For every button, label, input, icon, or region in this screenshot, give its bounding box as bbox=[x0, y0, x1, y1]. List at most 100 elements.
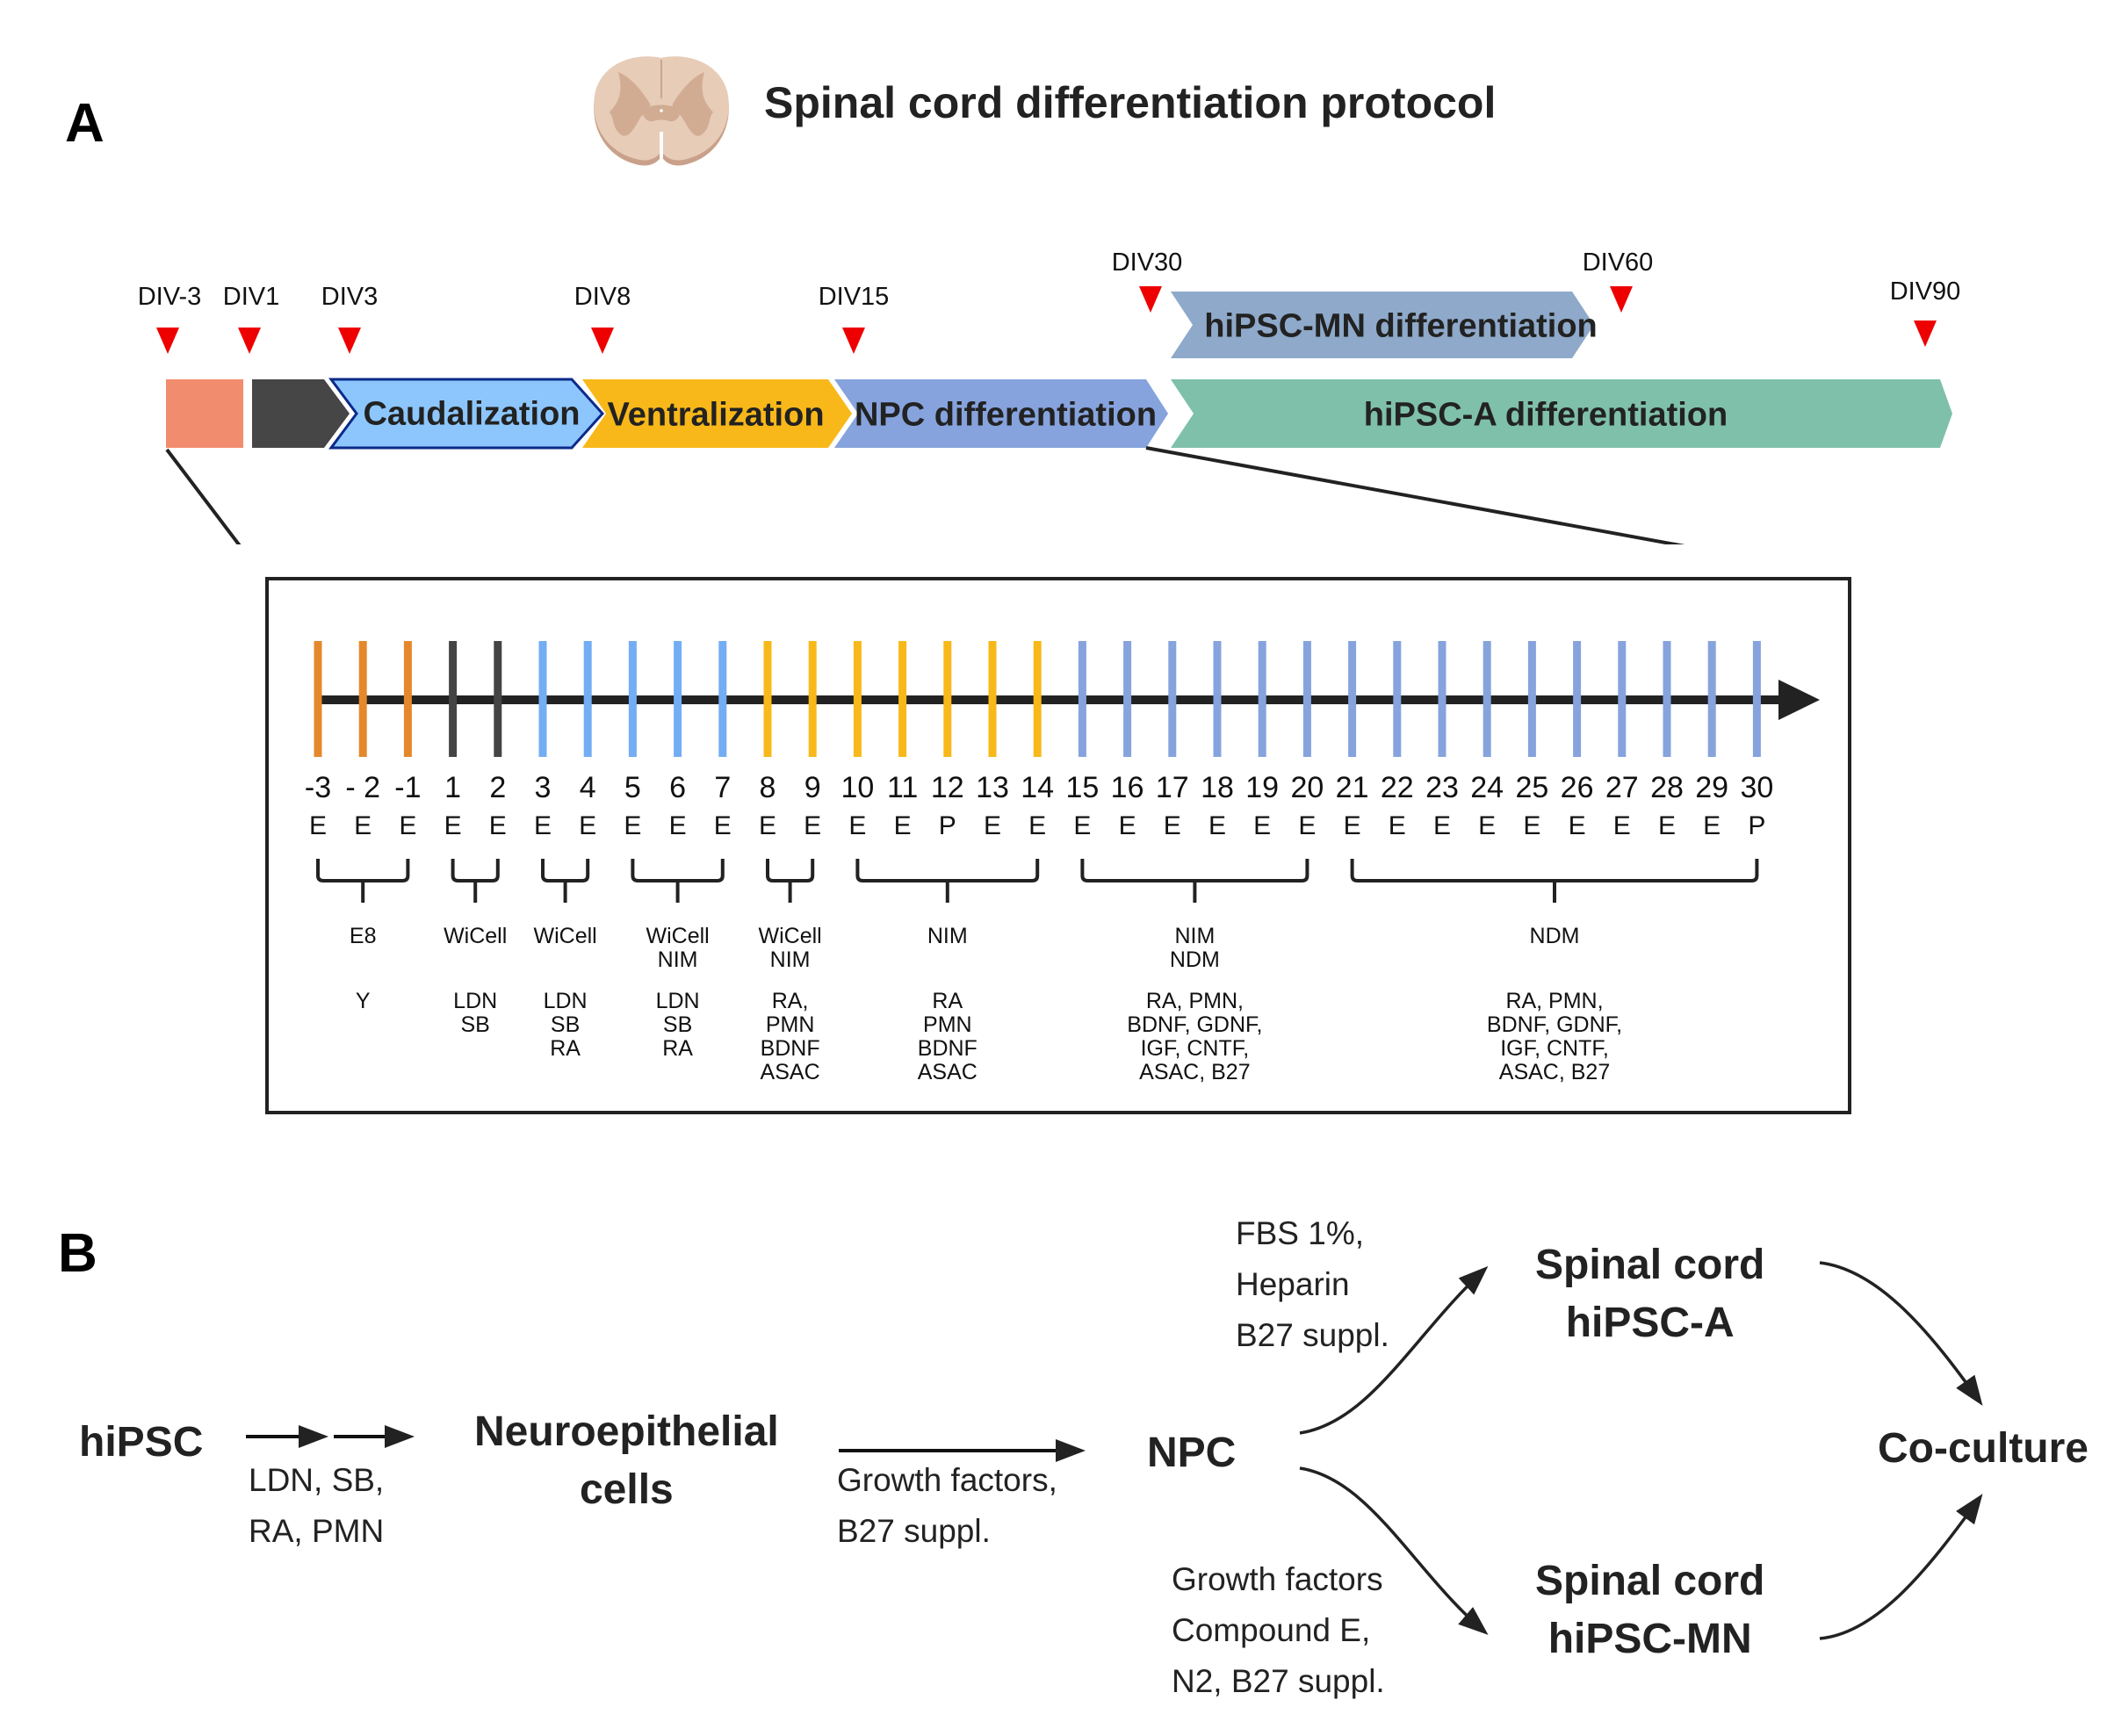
stage-pre-block bbox=[166, 379, 243, 448]
day-media-code: E bbox=[444, 811, 462, 840]
panel-b-label: B bbox=[58, 1223, 97, 1284]
arrow-npc-to-hipsc-mn bbox=[1299, 1466, 1489, 1635]
timeline-arrowhead-icon bbox=[1778, 680, 1820, 720]
div-label: DIV30 bbox=[1111, 249, 1183, 277]
day-number: 1 bbox=[444, 771, 462, 804]
day-number: -1 bbox=[394, 771, 422, 804]
day-media-code: E bbox=[1388, 811, 1406, 840]
day-number: 6 bbox=[669, 771, 687, 804]
group-factors: RA PMN BDNF ASAC bbox=[917, 989, 978, 1084]
day-media-code: E bbox=[713, 811, 732, 840]
note-hipsc-to-neuroepithelial: LDN, SB, RA, PMN bbox=[249, 1462, 385, 1549]
div-label: DIV1 bbox=[222, 283, 280, 311]
day-number: 24 bbox=[1470, 771, 1504, 804]
div-marker-icon bbox=[338, 328, 361, 354]
arrow-npc-to-hipsc-a bbox=[1299, 1265, 1489, 1435]
div-label: DIV90 bbox=[1889, 277, 1961, 306]
day-number: 29 bbox=[1695, 771, 1729, 804]
node-neuroepithelial-cells: Neuroepithelial cells bbox=[474, 1408, 779, 1513]
day-media-code: E bbox=[668, 811, 687, 840]
day-number: 7 bbox=[714, 771, 732, 804]
div-label: DIV-3 bbox=[137, 283, 202, 311]
stage-hipsc-mn bbox=[1171, 292, 1594, 358]
group-bracket bbox=[631, 859, 725, 903]
group-bracket bbox=[1350, 859, 1759, 903]
stage-label-npc: NPC differentiation bbox=[854, 396, 1158, 434]
div-marker-icon bbox=[842, 328, 865, 354]
node-spinal-cord-hipsc-a: Spinal cord hiPSC-A bbox=[1535, 1242, 1765, 1346]
stage-bar bbox=[165, 292, 1952, 544]
day-media-code: E bbox=[1657, 811, 1677, 840]
group-bracket bbox=[316, 859, 410, 903]
day-media-code: E bbox=[1478, 811, 1497, 840]
note-npc-to-hipsc-mn: Growth factors Compound E, N2, B27 suppl… bbox=[1172, 1561, 1385, 1699]
node-hipsc: hiPSC bbox=[79, 1419, 204, 1466]
stage-caudalization bbox=[328, 378, 605, 450]
day-media-code: E bbox=[579, 811, 597, 840]
day-media-code: E bbox=[983, 811, 1002, 840]
day-number: 19 bbox=[1245, 771, 1280, 804]
timeline-axis bbox=[314, 641, 1820, 903]
day-media-code: E bbox=[1253, 811, 1272, 840]
group-factors: Y bbox=[355, 989, 371, 1013]
group-medium: WiCell NIM bbox=[758, 924, 822, 972]
stage-ventralization bbox=[582, 379, 852, 448]
day-number: 30 bbox=[1740, 771, 1774, 804]
day-number: 22 bbox=[1380, 771, 1414, 804]
day-number: -3 bbox=[304, 771, 332, 804]
day-number: 8 bbox=[759, 771, 776, 804]
day-number: 10 bbox=[840, 771, 875, 804]
day-number: 27 bbox=[1605, 771, 1639, 804]
group-medium: WiCell bbox=[533, 924, 597, 948]
day-media-code: E bbox=[1118, 811, 1136, 840]
div-marker-icon bbox=[591, 328, 614, 354]
day-number: 15 bbox=[1065, 771, 1100, 804]
day-number: 3 bbox=[534, 771, 552, 804]
div-marker-icon bbox=[156, 328, 179, 354]
day-number: 16 bbox=[1110, 771, 1144, 804]
stage-label-ventralization: Ventralization bbox=[607, 396, 825, 434]
day-number: 18 bbox=[1201, 771, 1234, 804]
day-number: 28 bbox=[1650, 771, 1684, 804]
day-media-code: E bbox=[1028, 811, 1047, 840]
day-media-code: E bbox=[1073, 811, 1092, 840]
zoom-line-right bbox=[1145, 446, 1685, 544]
group-medium: NIM NDM bbox=[1169, 924, 1220, 972]
day-media-code: E bbox=[1343, 811, 1361, 840]
day-media-code: E bbox=[1163, 811, 1181, 840]
div-marker-icon bbox=[1610, 286, 1633, 313]
stage-label-caudalization: Caudalization bbox=[363, 395, 581, 433]
group-factors: RA, PMN, BDNF, GDNF, IGF, CNTF, ASAC, B2… bbox=[1486, 989, 1623, 1084]
day-media-code: P bbox=[938, 811, 956, 840]
day-media-code: E bbox=[354, 811, 372, 840]
arrow-hipsc-a-to-coculture bbox=[1819, 1261, 1983, 1406]
day-number: - 2 bbox=[345, 771, 381, 804]
group-bracket bbox=[1080, 859, 1309, 903]
day-number: 20 bbox=[1290, 771, 1324, 804]
arrow-hipsc-mn-to-coculture bbox=[1819, 1494, 1983, 1640]
day-number: 9 bbox=[804, 771, 821, 804]
day-number: 12 bbox=[930, 771, 964, 804]
day-media-code: E bbox=[488, 811, 507, 840]
day-media-code: E bbox=[1612, 811, 1631, 840]
group-bracket bbox=[766, 859, 815, 903]
group-medium: E8 bbox=[349, 924, 377, 948]
stage-label-hipsc-mn: hiPSC-MN differentiation bbox=[1204, 307, 1598, 345]
stage-npc bbox=[834, 379, 1168, 448]
day-number: 25 bbox=[1515, 771, 1549, 804]
node-spinal-cord-hipsc-mn: Spinal cord hiPSC-MN bbox=[1535, 1558, 1765, 1662]
day-number: 2 bbox=[489, 771, 507, 804]
group-medium: NDM bbox=[1529, 924, 1580, 948]
day-number: 17 bbox=[1155, 771, 1189, 804]
day-media-code: E bbox=[533, 811, 552, 840]
day-media-code: E bbox=[399, 811, 417, 840]
panel-a-title: Spinal cord differentiation protocol bbox=[764, 78, 1497, 127]
group-factors: LDN SB RA bbox=[543, 989, 588, 1061]
group-bracket bbox=[451, 859, 500, 903]
day-number: 14 bbox=[1021, 771, 1055, 804]
stage-dark-chevron bbox=[252, 379, 350, 448]
group-medium: WiCell bbox=[444, 924, 508, 948]
node-co-culture: Co-culture bbox=[1878, 1425, 2089, 1472]
day-media-code: E bbox=[893, 811, 912, 840]
